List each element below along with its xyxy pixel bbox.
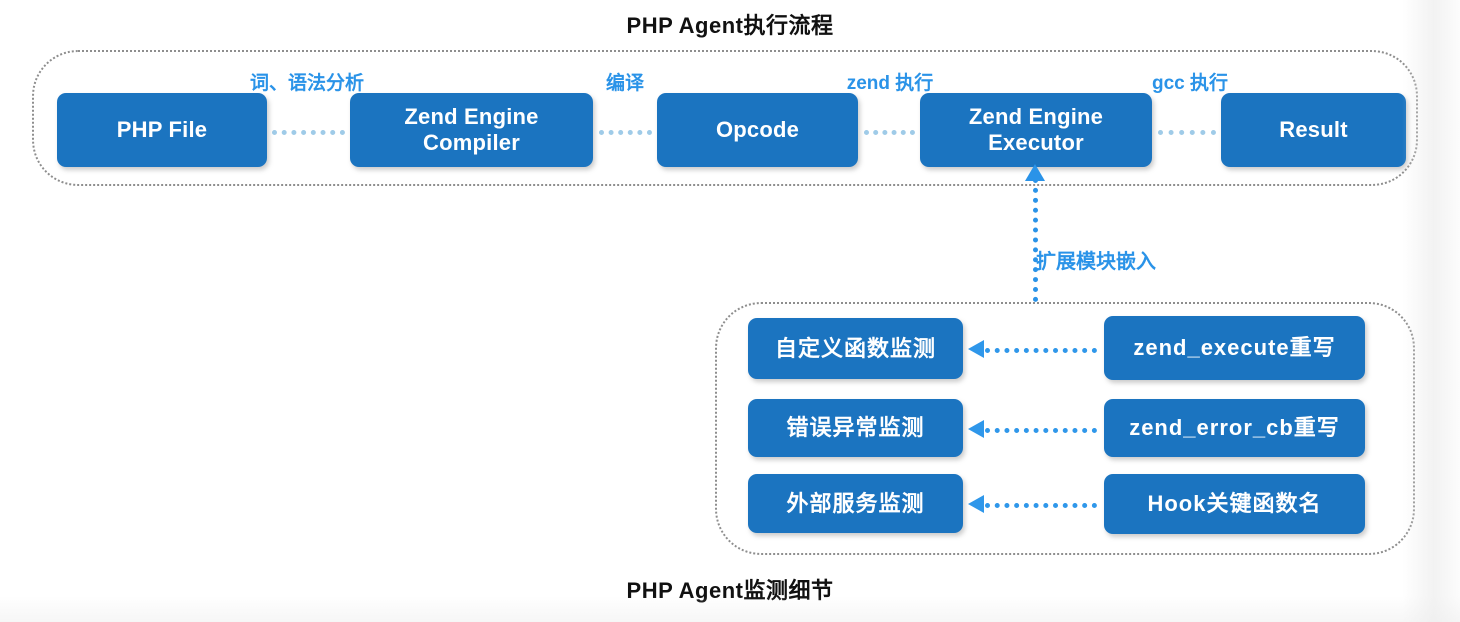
bridge-arrow-line <box>1033 178 1038 302</box>
page-title-bottom: PHP Agent监测细节 <box>626 578 834 603</box>
connector-hook-to-external-monitor <box>985 503 1097 508</box>
node-custom-function-monitor[interactable]: 自定义函数监测 <box>748 318 963 379</box>
bridge-label-extension-embed: 扩展模块嵌入 <box>1036 251 1156 273</box>
node-php-file[interactable]: PHP File <box>57 93 267 167</box>
connector-opcode-to-executor <box>864 130 915 135</box>
node-zend-engine-compiler[interactable]: Zend Engine Compiler <box>350 93 593 167</box>
node-opcode[interactable]: Opcode <box>657 93 858 167</box>
step-label-lexical-syntax-analysis: 词、语法分析 <box>249 73 364 94</box>
node-zend-error-cb-rewrite[interactable]: zend_error_cb重写 <box>1104 399 1365 457</box>
page-title-top: PHP Agent执行流程 <box>626 13 834 38</box>
node-external-service-monitor[interactable]: 外部服务监测 <box>748 474 963 533</box>
node-zend-execute-rewrite[interactable]: zend_execute重写 <box>1104 316 1365 380</box>
step-label-compile: 编译 <box>605 73 644 94</box>
node-error-exception-monitor[interactable]: 错误异常监测 <box>748 399 963 457</box>
node-zend-engine-executor[interactable]: Zend Engine Executor <box>920 93 1152 167</box>
bridge-arrow-up-icon <box>1025 164 1045 181</box>
connector-executor-to-result <box>1158 130 1216 135</box>
connector-compiler-to-opcode <box>599 130 652 135</box>
connector-zend-error-cb-to-error-monitor <box>985 428 1097 433</box>
node-result[interactable]: Result <box>1221 93 1406 167</box>
arrow-left-icon-error-monitor <box>968 420 984 438</box>
step-label-zend-execute: zend 执行 <box>846 73 934 94</box>
connector-php-file-to-compiler <box>272 130 345 135</box>
step-label-gcc-execute: gcc 执行 <box>1151 73 1229 94</box>
arrow-left-icon-function-monitor <box>968 340 984 358</box>
node-hook-key-function-name[interactable]: Hook关键函数名 <box>1104 474 1365 534</box>
arrow-left-icon-external-monitor <box>968 495 984 513</box>
connector-zend-execute-to-function-monitor <box>985 348 1097 353</box>
